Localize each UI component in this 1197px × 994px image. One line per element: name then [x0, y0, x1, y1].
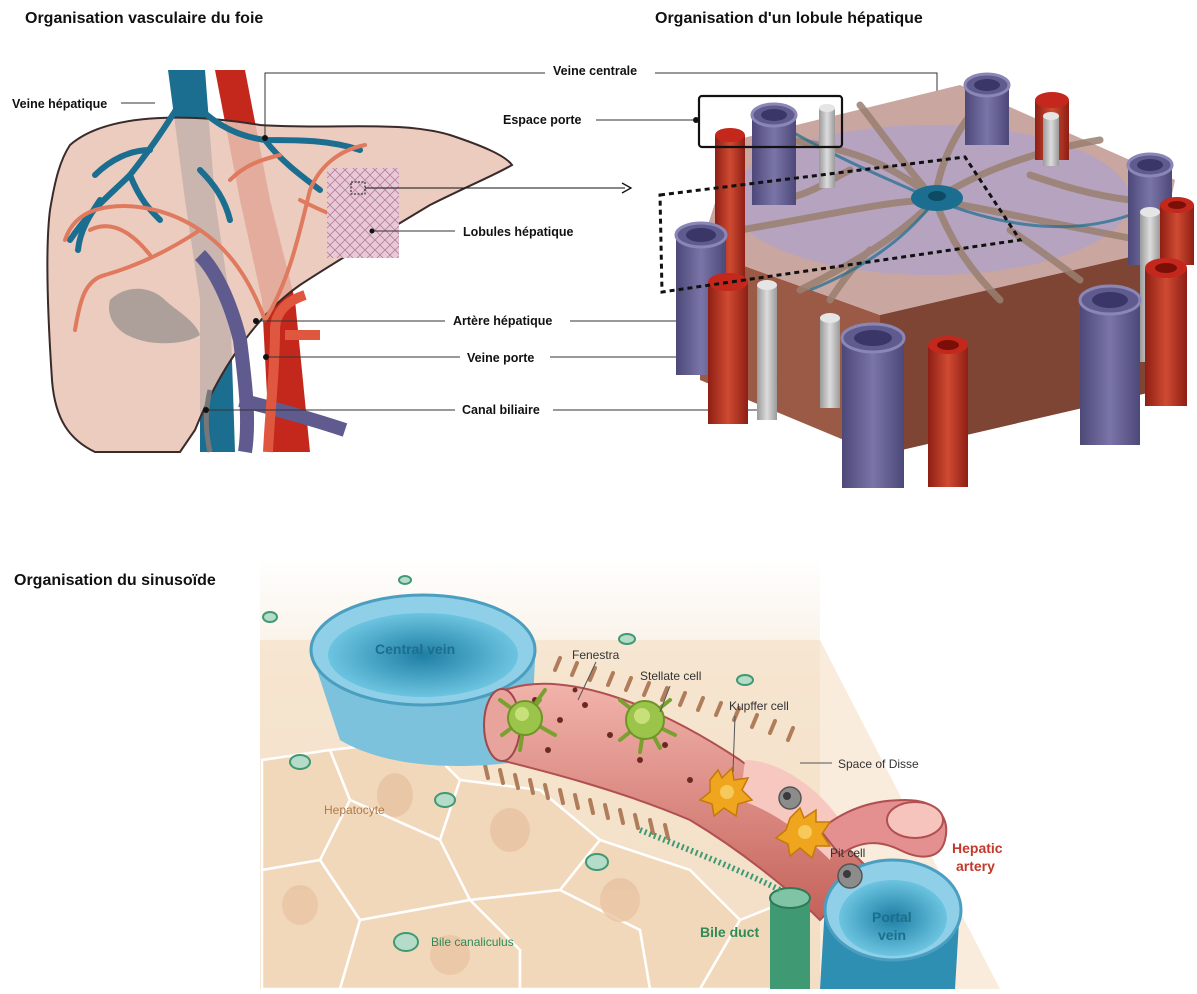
triad-front-middle — [820, 313, 968, 488]
label-space-of-disse: Space of Disse — [838, 757, 919, 771]
label-bile-canaliculus: Bile canaliculus — [431, 935, 514, 949]
label-hepatocyte: Hepatocyte — [324, 803, 385, 817]
label-hepatic-artery-en-1: Hepatic — [952, 840, 1003, 856]
hepatic-lobule-block — [660, 74, 1194, 488]
label-hepatic-lobules: Lobules hépatique — [463, 225, 573, 239]
label-hepatic-artery: Artère hépatique — [453, 314, 552, 328]
label-central-vein: Veine centrale — [553, 64, 637, 78]
title-vascular: Organisation vasculaire du foie — [25, 10, 263, 27]
liver-illustration — [47, 70, 631, 452]
label-bile-duct-en: Bile duct — [700, 924, 759, 940]
label-stellate-cell: Stellate cell — [640, 669, 701, 683]
label-portal-vein-en-1: Portal — [872, 909, 912, 925]
label-hepatic-artery-en-2: artery — [956, 858, 995, 874]
label-portal-space: Espace porte — [503, 113, 582, 127]
label-portal-vein: Veine porte — [467, 351, 534, 365]
label-bile-duct: Canal biliaire — [462, 403, 540, 417]
label-pit-cell: Pit cell — [830, 846, 865, 860]
label-fenestra: Fenestra — [572, 648, 620, 662]
triad-front-right — [1080, 286, 1140, 445]
label-central-vein-en: Central vein — [375, 641, 455, 657]
title-lobule: Organisation d'un lobule hépatique — [655, 10, 923, 27]
label-portal-vein-en-2: vein — [878, 927, 906, 943]
label-hepatic-vein: Veine hépatique — [12, 97, 107, 111]
label-kupffer-cell: Kupffer cell — [729, 699, 789, 713]
title-sinusoid: Organisation du sinusoïde — [14, 572, 216, 589]
